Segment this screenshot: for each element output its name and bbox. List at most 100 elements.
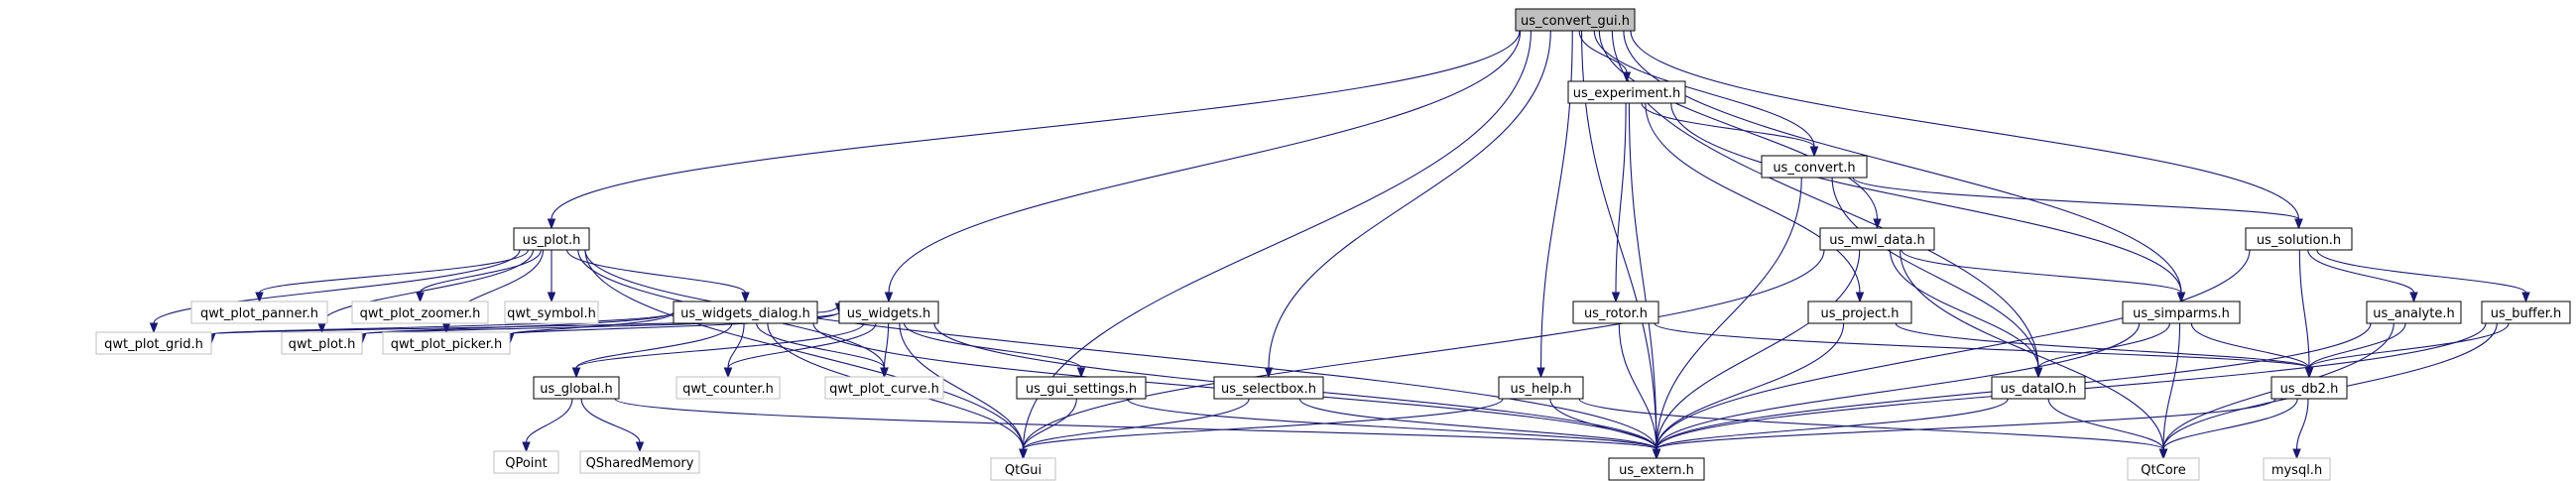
header-nodes: us_convert_gui.h us_experiment.h us_conver… — [95, 8, 2571, 481]
arrowhead-icon — [2158, 448, 2168, 460]
arrowhead-icon — [884, 292, 894, 303]
arrowhead-icon — [1076, 367, 1086, 379]
edge-widgets-to-gui_settings — [903, 322, 1082, 369]
node-box — [1498, 376, 1584, 400]
dependency-edges — [149, 30, 2530, 460]
node-solution[interactable]: us_solution.h — [2245, 227, 2353, 251]
node-box — [579, 450, 700, 474]
edge-db2-to-extern — [1656, 398, 2276, 450]
arrowhead-icon — [2304, 367, 2314, 379]
edge-experiment-to-extern — [1628, 102, 1657, 450]
arrowhead-icon — [547, 218, 556, 230]
node-widgets-dialog[interactable]: us_widgets_dialog.h — [673, 301, 818, 324]
node-box — [2270, 376, 2348, 400]
node-label: us_selectbox.h — [1221, 382, 1316, 397]
node-selectbox[interactable]: us_selectbox.h — [1213, 376, 1324, 400]
node-label: us_widgets_dialog.h — [680, 306, 810, 321]
edge-solution-to-buffer — [2316, 249, 2527, 294]
edge-plot-to-qtgui — [584, 249, 1025, 450]
node-box — [382, 331, 511, 355]
node-label: us_buffer.h — [2491, 306, 2561, 321]
edge-convert-to-solution — [1852, 177, 2300, 220]
arrowhead-icon — [2033, 367, 2043, 379]
edge-db2-to-qtcore — [2162, 398, 2298, 450]
edge-rotor-to-db2 — [1654, 322, 2310, 369]
node-project[interactable]: us_project.h — [1807, 301, 1912, 324]
node-box — [2481, 301, 2571, 324]
arrowhead-icon — [1611, 292, 1621, 303]
node-convert[interactable]: us_convert.h — [1761, 155, 1868, 179]
edge-project-to-extern — [1656, 322, 1845, 450]
edge-convert_gui-to-experiment — [1578, 30, 1628, 73]
edge-widgets_dialog-to-curve — [756, 322, 886, 369]
node-convert-gui[interactable]: us_convert_gui.h — [1515, 8, 1636, 32]
node-symbol: qwt_symbol.h — [504, 301, 599, 324]
node-label: us_widgets.h — [847, 306, 931, 321]
node-counter: qwt_counter.h — [675, 376, 781, 400]
edge-convert_gui-to-selectbox — [1268, 30, 1551, 369]
node-db2[interactable]: us_db2.h — [2270, 376, 2348, 400]
edge-convert_gui-to-mwl_data — [1598, 30, 1879, 220]
edge-convert_gui-to-simparms — [1623, 30, 2182, 294]
edge-convert_gui-to-plot — [551, 30, 1521, 220]
arrowhead-icon — [2176, 292, 2186, 303]
edge-experiment-to-simparms — [1670, 102, 2182, 294]
node-box — [1807, 301, 1912, 324]
edge-widgets_dialog-to-counter — [727, 322, 745, 369]
node-label: QtGui — [1005, 463, 1042, 478]
node-plot[interactable]: us_plot.h — [513, 227, 590, 251]
edge-mwl_data-to-extern — [1656, 249, 1861, 450]
node-label: qwt_counter.h — [682, 382, 774, 397]
edge-convert_gui-to-widgets — [888, 30, 1522, 294]
node-experiment[interactable]: us_experiment.h — [1567, 80, 1686, 104]
edge-plot-to-grid — [153, 249, 521, 324]
node-box — [1515, 8, 1636, 32]
edge-global-to-extern — [614, 398, 1657, 450]
node-box — [990, 457, 1056, 481]
node-label: QtCore — [2141, 463, 2185, 478]
arrowhead-icon — [1809, 146, 1819, 158]
arrowhead-icon — [2292, 448, 2301, 460]
node-label: us_rotor.h — [1584, 306, 1648, 321]
node-label: qwt_plot_picker.h — [391, 337, 503, 352]
node-simparms[interactable]: us_simparms.h — [2122, 301, 2241, 324]
node-box — [533, 376, 620, 400]
node-box — [838, 301, 939, 324]
node-widgets[interactable]: us_widgets.h — [838, 301, 939, 324]
edge-buffer-to-db2 — [2308, 322, 2510, 369]
node-label: QSharedMemory — [586, 456, 694, 471]
edge-widgets-to-global — [575, 322, 865, 369]
node-label: us_help.h — [1511, 382, 1572, 397]
node-extern[interactable]: us_extern.h — [1608, 457, 1705, 481]
node-buffer[interactable]: us_buffer.h — [2481, 301, 2571, 324]
node-gui-settings[interactable]: us_gui_settings.h — [1016, 376, 1147, 400]
node-rotor[interactable]: us_rotor.h — [1572, 301, 1659, 324]
arrowhead-icon — [880, 367, 889, 379]
node-label: qwt_plot_grid.h — [104, 337, 203, 352]
edge-help-to-extern — [1549, 398, 1657, 450]
node-box — [1567, 80, 1686, 104]
node-mwl-data[interactable]: us_mwl_data.h — [1819, 227, 1935, 251]
arrowhead-icon — [1536, 367, 1545, 379]
edge-rotor-to-extern — [1618, 322, 1657, 450]
edge-widgets_dialog-to-global — [575, 322, 733, 369]
node-label: us_analyte.h — [2373, 306, 2454, 321]
node-dataio[interactable]: us_dataIO.h — [1991, 376, 2086, 400]
node-grid: qwt_plot_grid.h — [95, 331, 212, 355]
edge-convert-to-extern — [1656, 177, 1802, 450]
edge-simparms-to-qtcore — [2162, 322, 2181, 450]
arrowhead-icon — [635, 441, 645, 453]
arrowhead-icon — [255, 292, 264, 303]
node-help[interactable]: us_help.h — [1498, 376, 1584, 400]
edge-simparms-to-extern — [1656, 322, 2141, 450]
node-label: mysql.h — [2271, 463, 2322, 478]
edge-experiment-to-rotor — [1615, 102, 1627, 294]
node-box — [675, 376, 781, 400]
node-box — [2366, 301, 2462, 324]
node-global[interactable]: us_global.h — [533, 376, 620, 400]
node-qwt-plot: qwt_plot.h — [281, 331, 363, 355]
edge-help-to-qtcore — [1578, 398, 2164, 450]
arrowhead-icon — [416, 292, 425, 303]
node-label: qwt_plot_zoomer.h — [360, 306, 481, 321]
node-analyte[interactable]: us_analyte.h — [2366, 301, 2462, 324]
